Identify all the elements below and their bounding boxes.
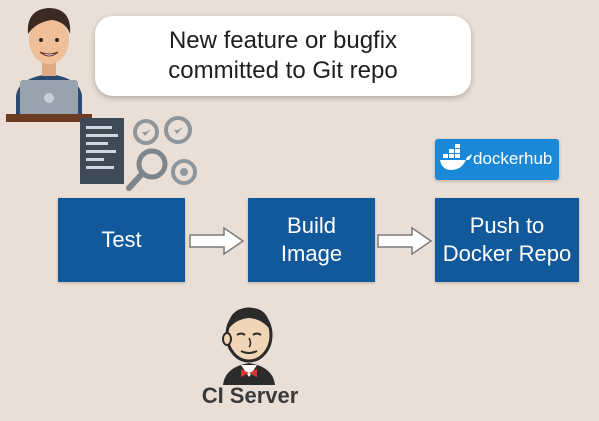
step-push-label-line-2: Docker Repo bbox=[442, 241, 572, 266]
developer-laptop-icon bbox=[6, 8, 92, 122]
step-build-label-line-1: Build bbox=[287, 213, 336, 238]
docker-whale-icon bbox=[440, 144, 472, 170]
ci-server-label: CI Server bbox=[201, 383, 299, 408]
step-push-label-line-1: Push to bbox=[469, 213, 545, 238]
step-build-label-line-2: Image bbox=[280, 241, 343, 266]
dockerhub-label: dockerhub bbox=[473, 149, 553, 168]
callout-line-2: committed to Git repo bbox=[168, 57, 398, 84]
right-arrow-icon bbox=[377, 226, 433, 256]
right-arrow-icon bbox=[189, 226, 245, 256]
step-test-label: Test bbox=[101, 227, 142, 252]
commit-callout: New feature or bugfix committed to Git r… bbox=[95, 16, 471, 96]
code-gears-magnifier-icon bbox=[80, 116, 197, 191]
dockerhub-badge: dockerhub bbox=[435, 139, 559, 180]
callout-line-1: New feature or bugfix bbox=[168, 27, 398, 54]
step-build-image: Build Image bbox=[248, 198, 375, 282]
jenkins-butler-icon bbox=[222, 307, 275, 385]
step-test: Test bbox=[58, 198, 185, 282]
step-push-to-docker-repo: Push to Docker Repo bbox=[435, 198, 579, 282]
